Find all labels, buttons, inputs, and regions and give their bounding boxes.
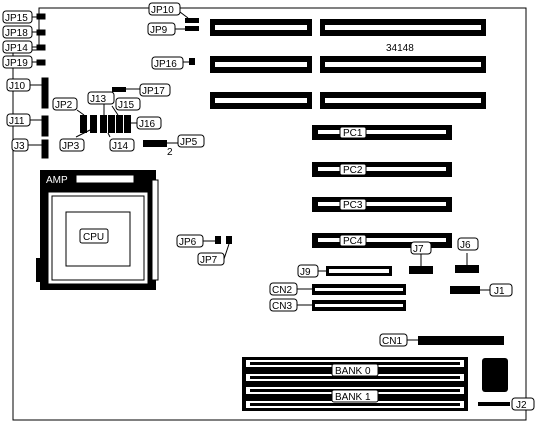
keyboard-connector: [482, 358, 508, 392]
j13-tag: [87, 91, 115, 105]
j13-label: J13: [90, 94, 107, 105]
left-jumpers: [36, 13, 49, 159]
jumper-cluster: [80, 87, 167, 147]
bank1-label: BANK 1: [335, 392, 371, 403]
j9-tag: [297, 264, 319, 278]
jp5-label: JP5: [180, 137, 198, 148]
jp5-pin-number: 2: [167, 147, 173, 158]
cn2-tag: [269, 282, 298, 296]
bank0-label: BANK 0: [335, 366, 371, 377]
jp16-label: JP16: [154, 59, 177, 70]
pc2-label: PC2: [343, 165, 363, 176]
j2-label: J2: [516, 400, 527, 411]
j2-tag: [511, 397, 535, 411]
j6-label: J6: [460, 240, 471, 251]
jp10-jp9-jp16-pins: [175, 11, 199, 65]
cpu-socket: AMP CPU: [36, 170, 159, 290]
cpu-label: CPU: [83, 232, 104, 243]
jp2-label: JP2: [55, 100, 73, 111]
jp17-label: JP17: [142, 86, 165, 97]
left-jumper-leaders: [28, 16, 42, 146]
jp15-tag: [2, 10, 33, 24]
jp9-label: JP9: [150, 25, 168, 36]
j15-tag: [115, 97, 141, 111]
j7-tag: [410, 241, 432, 255]
j3-tag: [11, 138, 29, 152]
pci-slot-pc1: PC1: [312, 125, 452, 140]
j1-label: J1: [494, 286, 505, 297]
j1-tag: [489, 283, 513, 297]
jp19-tag: [2, 55, 33, 69]
pc1-label: PC1: [343, 128, 363, 139]
cn3-label: CN3: [272, 301, 292, 312]
jp7-label: JP7: [200, 255, 218, 266]
j9-label: J9: [300, 267, 311, 278]
socket-brand: AMP: [46, 175, 68, 186]
memory-banks: BANK 0 BANK 1: [242, 357, 468, 411]
jp10-label: JP10: [151, 5, 174, 16]
jp15-label: JP15: [5, 13, 28, 24]
jp10-tag: [148, 2, 181, 16]
jp2-tag: [52, 97, 78, 111]
jp19-label: JP19: [5, 58, 28, 69]
pc4-label: PC4: [343, 236, 363, 247]
jp18-label: JP18: [5, 28, 28, 39]
jp18-tag: [2, 25, 33, 39]
j16-tag: [136, 116, 162, 130]
pci-slots: PC1 PC2 PC3 PC4: [312, 125, 452, 248]
j10-label: J10: [9, 81, 26, 92]
cn1-label: CN1: [382, 336, 402, 347]
pci-slot-pc3: PC3: [312, 197, 452, 212]
board-id: 34148: [386, 43, 414, 54]
jp14-label: JP14: [5, 43, 28, 54]
pci-slot-pc2: PC2: [312, 162, 452, 177]
j3-label: J3: [14, 141, 25, 152]
j6-tag: [457, 237, 479, 251]
pc3-label: PC3: [343, 200, 363, 211]
jp6-jp7-pins: [203, 236, 232, 260]
j10-tag: [6, 78, 31, 92]
jp3-label: JP3: [62, 141, 80, 152]
jp14-tag: [2, 40, 33, 54]
j15-label: J15: [118, 100, 135, 111]
j16-label: J16: [139, 119, 156, 130]
jp17-tag: [139, 83, 171, 97]
j11-tag: [6, 113, 31, 127]
j14-label: J14: [112, 141, 129, 152]
j11-label: J11: [9, 116, 25, 127]
j14-tag: [109, 138, 135, 152]
j2-pins: [478, 402, 510, 406]
cn3-tag: [269, 298, 298, 312]
cn2-label: CN2: [272, 285, 292, 296]
jp6-label: JP6: [179, 237, 197, 248]
jp3-tag: [59, 138, 85, 152]
cn1-tag: [379, 333, 408, 347]
jp16-tag: [151, 56, 184, 70]
j7-label: J7: [413, 244, 424, 255]
jp5-tag: [177, 134, 205, 148]
